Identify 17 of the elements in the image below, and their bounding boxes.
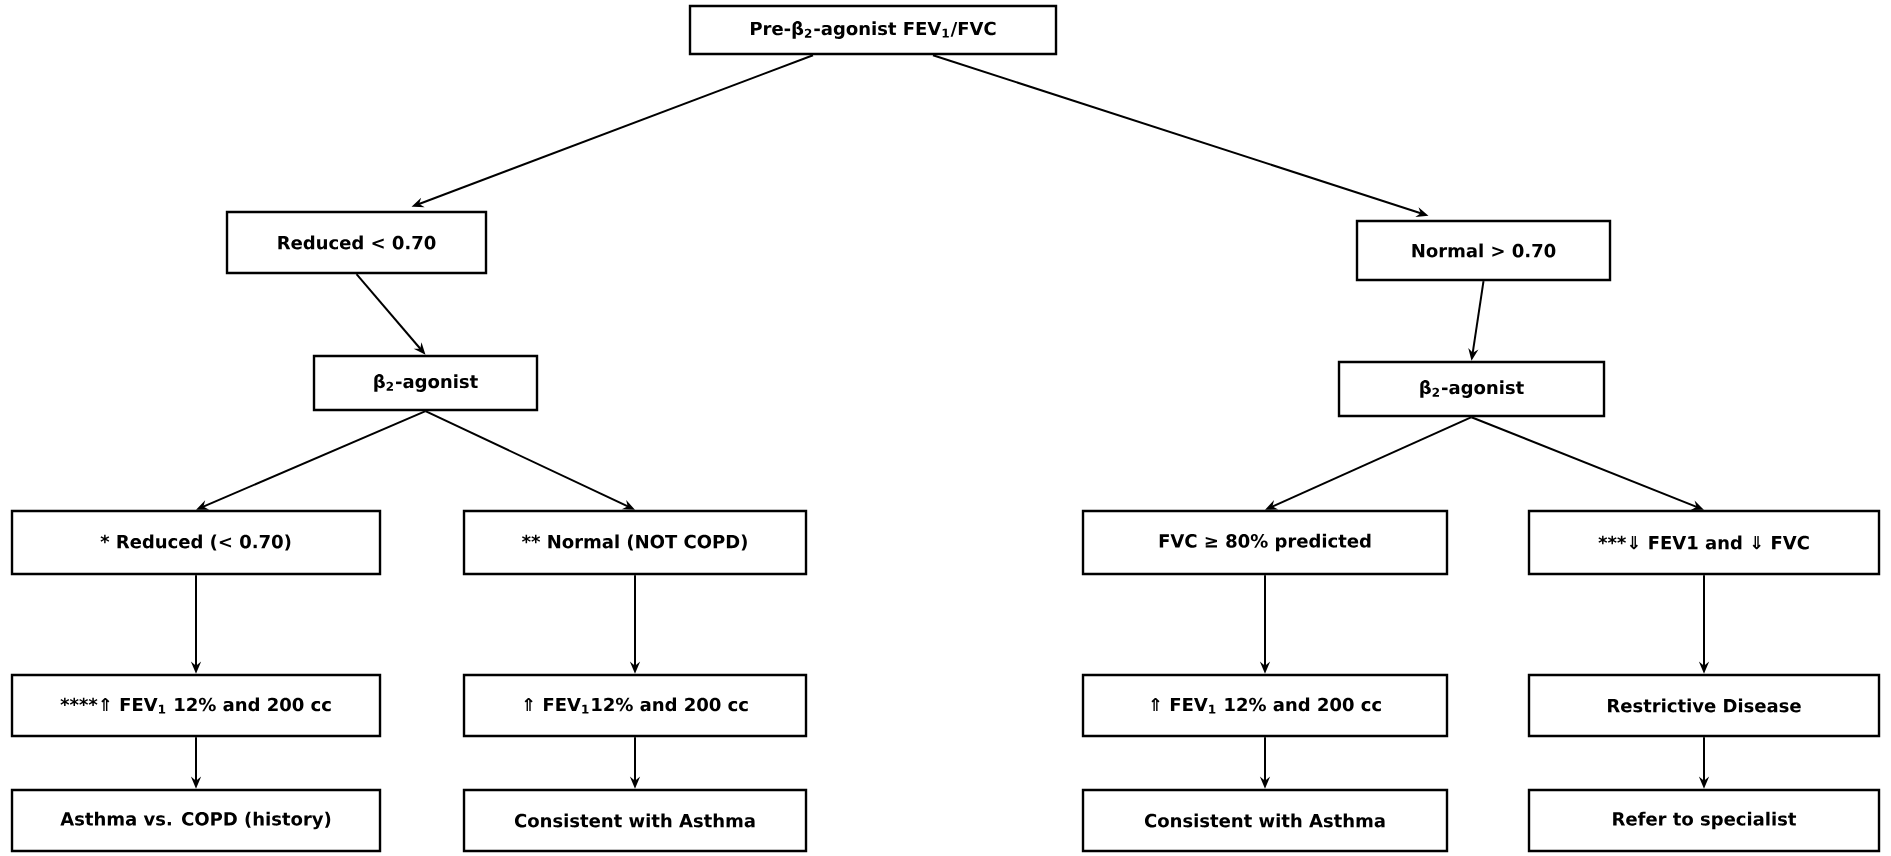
process-box: β$_{2}$-agonist <box>1337 360 1606 418</box>
process-box: Pre-β$_{2}$-agonist FEV$_{1}$/FVC <box>688 4 1058 56</box>
process-box: ** Normal (NOT COPD) <box>462 509 808 576</box>
process-box: Consistent with Asthma <box>1081 788 1449 853</box>
process-box: ⇑ FEV$_{1}$ 12% and 200 cc <box>1081 673 1449 738</box>
process-box: Restrictive Disease <box>1527 673 1881 738</box>
process-box: Reduced < 0.70 <box>225 210 488 275</box>
process-box: ⇑ FEV$_{1}$12% and 200 cc <box>462 673 808 738</box>
process-box: ***⇓ FEV1 and ⇓ FVC <box>1527 509 1881 576</box>
process-box: Asthma vs. COPD (history) <box>10 788 382 853</box>
process-box: * Reduced (< 0.70) <box>10 509 382 576</box>
process-box: ****⇑ FEV$_{1}$ 12% and 200 cc <box>10 673 382 738</box>
process-box: Normal > 0.70 <box>1355 219 1612 282</box>
process-box: β$_{2}$-agonist <box>312 354 539 412</box>
process-box: Refer to specialist <box>1527 788 1881 853</box>
process-box: FVC ≥ 80% predicted <box>1081 509 1449 576</box>
process-box: Consistent with Asthma <box>462 788 808 853</box>
